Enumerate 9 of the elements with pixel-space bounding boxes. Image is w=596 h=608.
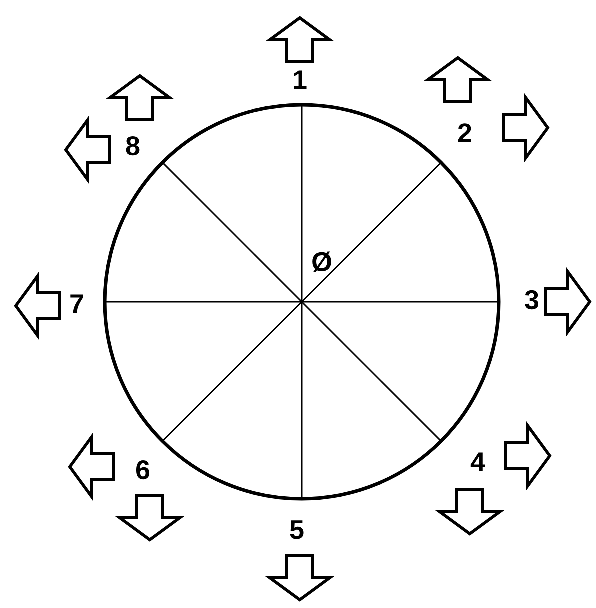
center-label: Ø xyxy=(312,252,332,272)
position-number: 4 xyxy=(470,452,486,472)
position-number: 7 xyxy=(70,294,84,314)
position-number: 3 xyxy=(525,290,539,310)
position-number: 5 xyxy=(290,520,304,540)
position-number: 2 xyxy=(458,124,472,142)
position-number: 8 xyxy=(126,136,140,156)
position-number: 6 xyxy=(136,460,150,480)
position-number: 1 xyxy=(294,70,307,90)
